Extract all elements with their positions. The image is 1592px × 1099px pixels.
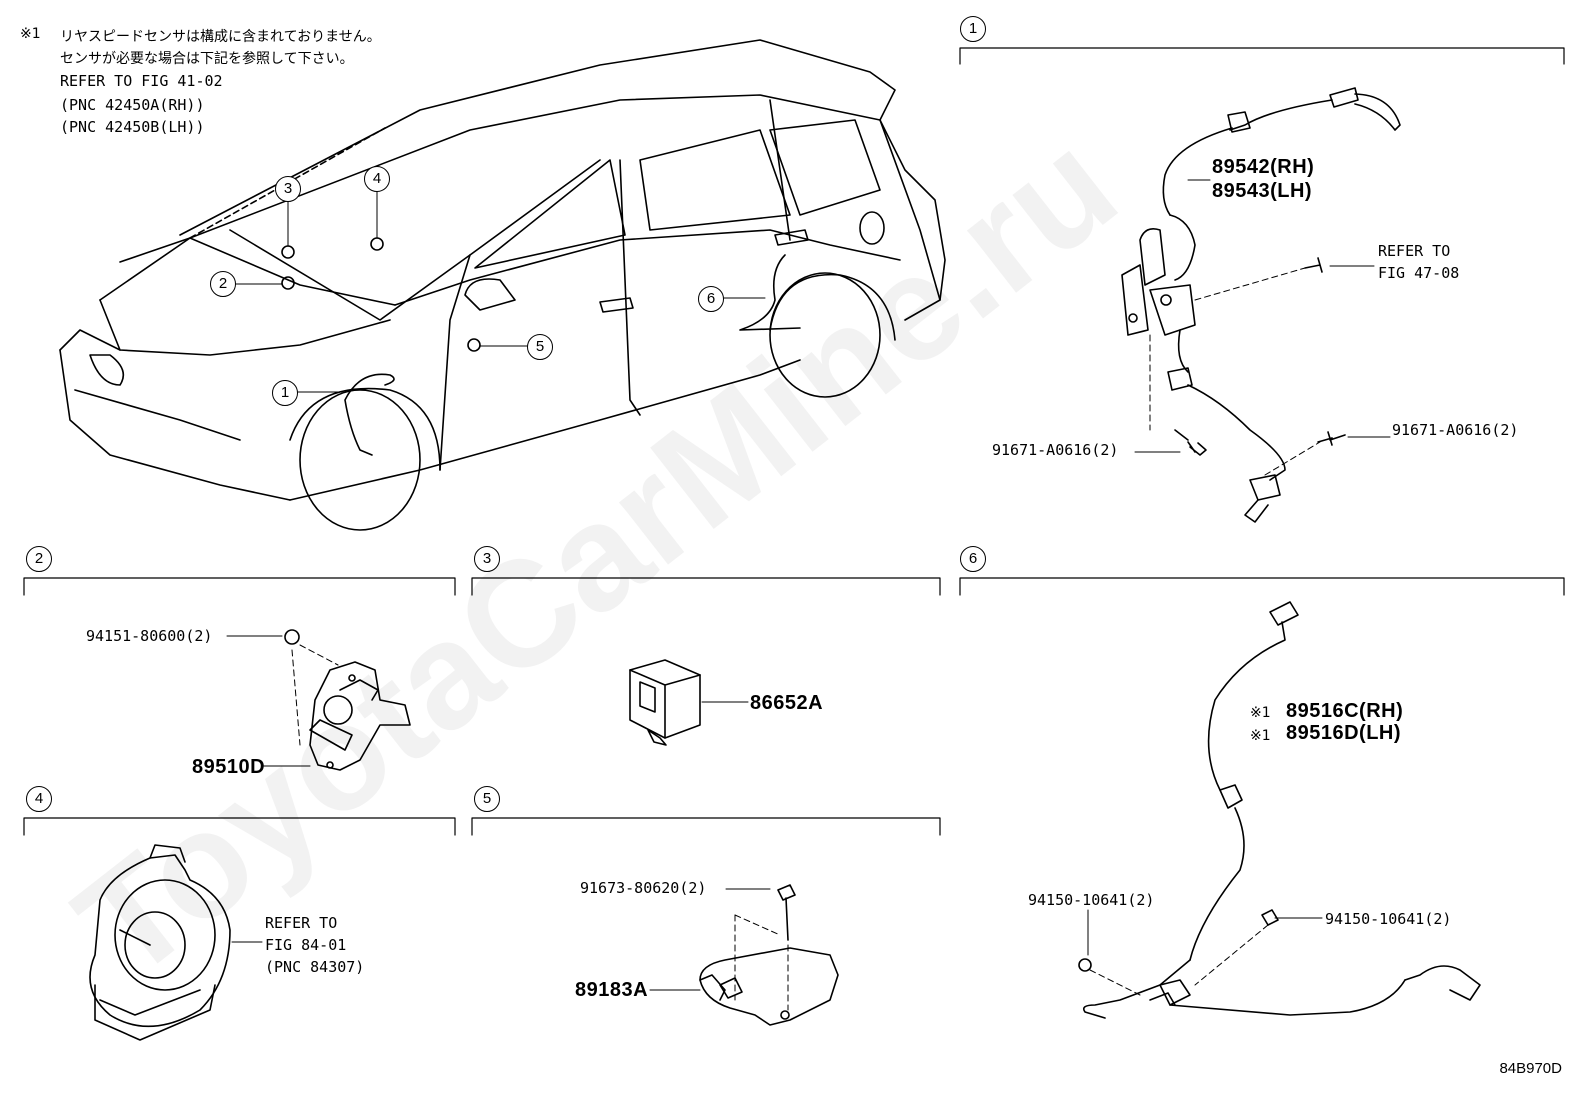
section-3-bracket [471,577,941,596]
diagram-code: 84B970D [1499,1060,1562,1077]
part-89183a[interactable]: 89183A [575,979,649,1001]
section-2-bracket [23,577,456,596]
part-94150-10641-left[interactable]: 94150-10641(2) [1028,891,1155,909]
part-89510d[interactable]: 89510D [192,756,266,778]
yaw-rate-sensor-drawing [284,629,411,771]
part-94150-10641-right[interactable]: 94150-10641(2) [1325,910,1452,928]
section-5-number: 5 [474,786,500,812]
note-line-3: REFER TO FIG 41-02 [60,72,223,90]
section-6-bracket [959,577,1565,596]
part-89516c-rh[interactable]: 89516C(RH) [1286,700,1404,722]
overview-callout-5[interactable]: 5 [527,334,553,360]
note-line-4: (PNC 42450A(RH)) [60,96,205,114]
section-1-number: 1 [960,16,986,42]
note-mark-89516c: ※1 [1250,705,1271,721]
part-89542-rh[interactable]: 89542(RH) [1212,156,1315,178]
sensor-86652a-drawing [629,659,701,746]
car-outline-illustration [59,39,946,531]
ref-fig-84-01-line1[interactable]: REFER TO [265,914,338,932]
overview-callout-1[interactable]: 1 [272,380,298,406]
part-91671-a0616-right[interactable]: 91671-A0616(2) [1392,421,1519,439]
front-speed-sensor-drawing [1121,87,1401,523]
ref-fig-84-01-line3[interactable]: (PNC 84307) [265,958,365,976]
ref-fig-47-08-line1[interactable]: REFER TO [1378,242,1451,260]
ref-fig-47-08-line2[interactable]: FIG 47-08 [1378,264,1460,282]
part-91673-80620[interactable]: 91673-80620(2) [580,879,707,897]
section-4-bracket [23,817,456,836]
overview-callout-3[interactable]: 3 [275,176,301,202]
part-89543-lh[interactable]: 89543(LH) [1212,180,1313,202]
section-1-bracket [959,47,1565,65]
overview-callout-4[interactable]: 4 [364,166,390,192]
part-86652a[interactable]: 86652A [750,692,824,714]
part-89516d-lh[interactable]: 89516D(LH) [1286,722,1402,744]
sensor-89183a-drawing [699,884,839,1026]
note-line-5: (PNC 42450B(LH)) [60,118,205,136]
overview-callout-2[interactable]: 2 [210,271,236,297]
section-2-number: 2 [26,546,52,572]
ref-fig-84-01-line2[interactable]: FIG 84-01 [265,936,347,954]
rear-speed-sensor-harness-drawing [1078,601,1481,1019]
note-mark: ※1 [20,26,41,42]
part-94151-80600[interactable]: 94151-80600(2) [86,627,213,645]
overview-callout-6[interactable]: 6 [698,286,724,312]
section-3-number: 3 [474,546,500,572]
note-mark-89516d: ※1 [1250,728,1271,744]
section-6-number: 6 [960,546,986,572]
spiral-cable-drawing [89,844,231,1041]
part-91671-a0616-left[interactable]: 91671-A0616(2) [992,441,1119,459]
section-5-bracket [471,817,941,836]
note-line-2: センサが必要な場合は下記を参照して下さい。 [60,51,354,67]
note-line-1: リヤスピードセンサは構成に含まれておりません。 [60,29,381,45]
section-4-number: 4 [26,786,52,812]
